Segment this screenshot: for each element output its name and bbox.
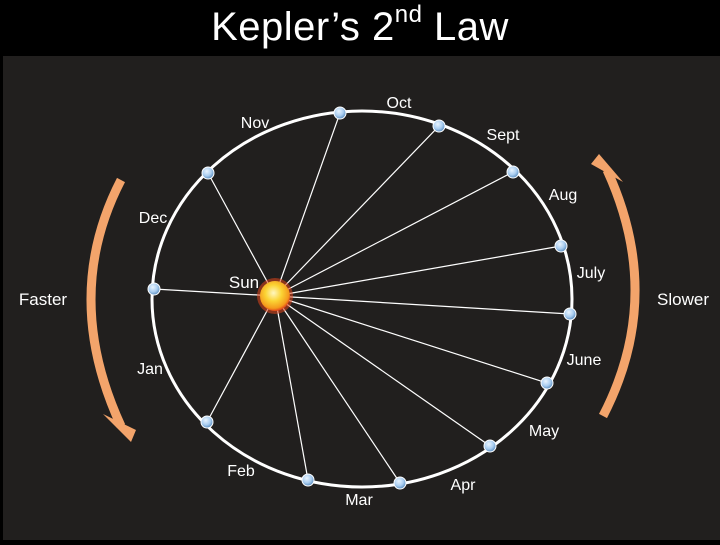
slide-title: Kepler’s 2nd Law [211, 1, 509, 50]
orbit-ellipse [150, 109, 574, 489]
radius-line-june [274, 295, 571, 315]
month-label-aug: Aug [549, 187, 577, 204]
radius-line-oct [274, 112, 341, 297]
month-label-july: July [577, 265, 605, 282]
sun-label: Sun [229, 273, 259, 292]
sun-planet-lines [153, 112, 571, 484]
planet-oct [333, 106, 347, 120]
month-label-may: May [529, 423, 559, 440]
month-label-oct: Oct [387, 95, 412, 112]
planet-apr [483, 439, 497, 453]
planet-june [563, 307, 577, 321]
radius-line-mar [274, 295, 401, 484]
title-suffix: Law [422, 4, 509, 49]
month-label-feb: Feb [227, 463, 255, 480]
radius-line-sept [274, 125, 440, 297]
month-label-sept: Sept [487, 127, 520, 144]
title-text: Kepler’s 2 [211, 4, 395, 49]
radius-line-jan [206, 295, 276, 423]
month-label-dec: Dec [139, 210, 167, 227]
slower-label: Slower [657, 290, 709, 309]
radius-line-july [274, 245, 562, 297]
month-label-june: June [567, 352, 602, 369]
radius-line-aug [274, 171, 514, 297]
radius-line-may [274, 295, 548, 384]
title-superscript: nd [394, 0, 423, 28]
radius-line-apr [274, 295, 491, 447]
planet-aug [506, 165, 520, 179]
planet-sept [432, 119, 446, 133]
faster-label: Faster [19, 290, 68, 309]
month-label-apr: Apr [451, 477, 477, 494]
planet-dec [147, 282, 161, 296]
planet-nov [201, 166, 215, 180]
planet-feb [301, 473, 315, 487]
radius-line-nov [207, 172, 276, 297]
kepler-orbit-diagram: OctSeptAugJulyJuneMayAprMarFebJanDecNov … [19, 95, 709, 509]
faster-arrow [86, 177, 136, 442]
planet-positions [147, 106, 577, 490]
month-label-mar: Mar [345, 492, 373, 509]
radius-line-dec [153, 288, 276, 297]
planet-mar [393, 476, 407, 490]
slower-arrow [591, 154, 640, 419]
radius-line-feb [274, 295, 309, 481]
sun-icon [257, 278, 293, 314]
month-label-nov: Nov [241, 115, 269, 132]
month-label-jan: Jan [137, 361, 163, 378]
planet-may [540, 376, 554, 390]
planet-july [554, 239, 568, 253]
planet-jan [200, 415, 214, 429]
title-bar: Kepler’s 2nd Law [0, 0, 720, 56]
